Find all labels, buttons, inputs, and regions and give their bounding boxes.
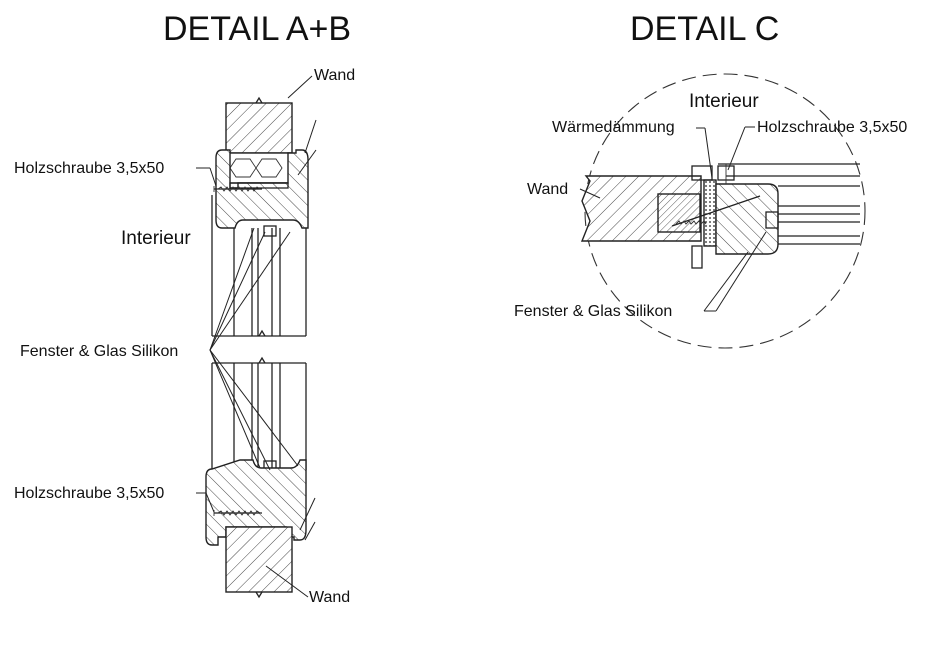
- label-screw-c: Holzschraube 3,5x50: [757, 119, 907, 136]
- label-interior-ab: Interieur: [121, 228, 191, 249]
- detail-ab-section: DETAIL A+B: [14, 10, 355, 606]
- label-wall-bottom: Wand: [309, 589, 350, 606]
- detail-ab-title: DETAIL A+B: [163, 10, 351, 48]
- label-silicone-ab: Fenster & Glas Silikon: [20, 343, 178, 360]
- top-wall-block: [226, 98, 292, 153]
- bottom-wall-block: [226, 527, 292, 597]
- top-insulation-band: [226, 153, 292, 183]
- label-silicone-c: Fenster & Glas Silikon: [514, 303, 672, 320]
- label-screw-bottom: Holzschraube 3,5x50: [14, 485, 164, 502]
- label-wall-c: Wand: [527, 181, 568, 198]
- label-interior-c: Interieur: [689, 91, 759, 112]
- label-insulation: Wärmedämmung: [552, 119, 675, 136]
- detail-c-wall: [582, 176, 701, 241]
- label-screw-top: Holzschraube 3,5x50: [14, 160, 164, 177]
- label-wall-top: Wand: [314, 67, 355, 84]
- detail-c-title: DETAIL C: [630, 10, 779, 48]
- detail-c-section: DETAIL C: [514, 10, 907, 348]
